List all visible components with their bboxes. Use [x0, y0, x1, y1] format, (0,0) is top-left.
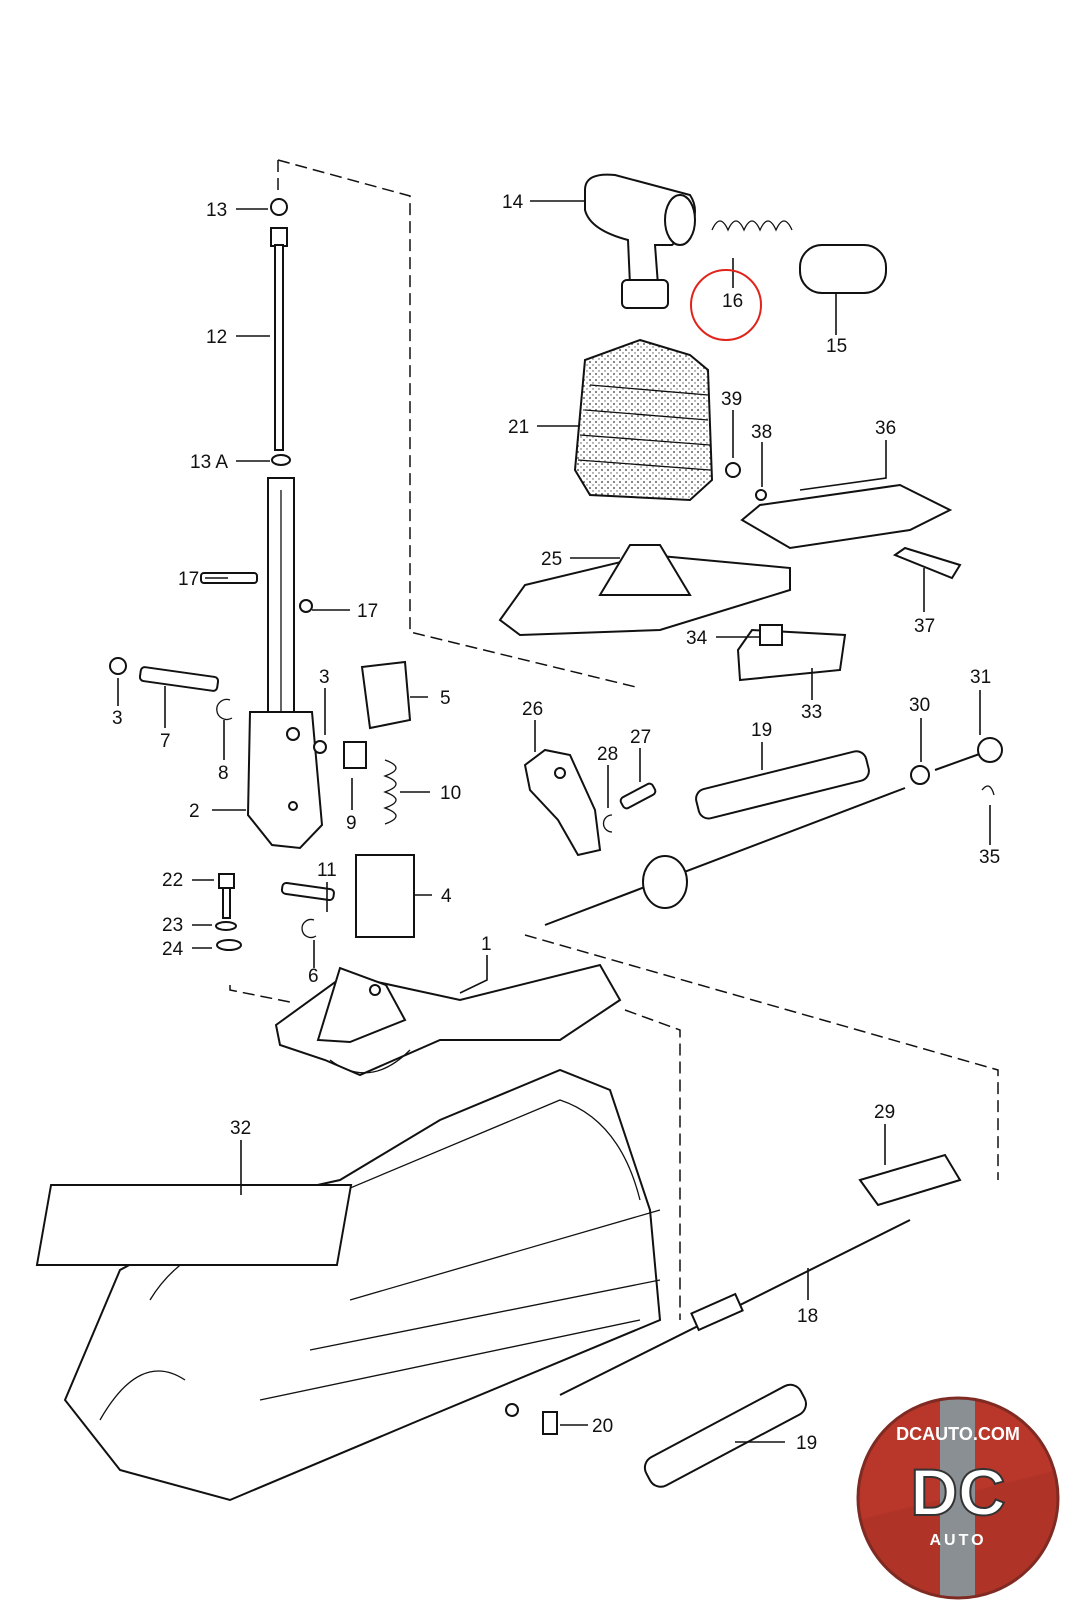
logo-monogram: DC	[910, 1455, 1005, 1529]
callout-13: 13	[206, 200, 227, 221]
callout-19-lower: 19	[796, 1433, 817, 1454]
callout-6: 6	[308, 966, 319, 987]
callout-17-right: 17	[357, 601, 378, 622]
callout-1: 1	[481, 934, 492, 955]
callout-38: 38	[751, 422, 772, 443]
callout-10: 10	[440, 783, 461, 804]
callout-32: 32	[230, 1118, 251, 1139]
callout-4: 4	[441, 886, 452, 907]
callout-3-left: 3	[112, 708, 123, 729]
callout-18: 18	[797, 1306, 818, 1327]
callout-34: 34	[686, 628, 708, 649]
callout-13a: 13 A	[190, 452, 228, 473]
lever-base-parts	[274, 963, 622, 1077]
callout-15: 15	[826, 336, 847, 357]
callout-33: 33	[801, 702, 822, 723]
callout-20: 20	[592, 1416, 613, 1437]
callout-14: 14	[502, 192, 524, 213]
assembly-guide-lines	[229, 159, 999, 1320]
dcauto-logo: DCAUTO.COM DC AUTO	[856, 1396, 1060, 1600]
callout-22: 22	[162, 870, 183, 891]
callout-21: 21	[508, 417, 529, 438]
callout-39: 39	[721, 389, 742, 410]
logo-sub-text: AUTO	[929, 1532, 986, 1549]
callout-36: 36	[875, 418, 896, 439]
logo-top-text: DCAUTO.COM	[896, 1424, 1020, 1444]
cable-parts	[523, 737, 1003, 926]
callout-37: 37	[914, 616, 935, 637]
callout-28: 28	[597, 744, 618, 765]
callout-29: 29	[874, 1102, 895, 1123]
callout-35: 35	[979, 847, 1000, 868]
callout-31: 31	[970, 667, 991, 688]
callout-24: 24	[162, 939, 184, 960]
shift-gate-parts	[498, 462, 962, 682]
callout-27: 27	[630, 727, 651, 748]
callout-19-upper: 19	[751, 720, 772, 741]
callout-9: 9	[346, 813, 357, 834]
callout-11: 11	[317, 860, 337, 881]
callout-30: 30	[909, 695, 930, 716]
callout-labels: 13 12 13 A 17 17 3 7 8 3 5 10 9 2 11 4 2…	[112, 192, 1000, 1454]
console-housing-parts	[35, 1068, 962, 1502]
callout-23: 23	[162, 915, 183, 936]
leader-lines	[117, 200, 991, 1443]
callout-3-mid: 3	[319, 667, 330, 688]
callout-2: 2	[189, 801, 200, 822]
callout-7: 7	[160, 731, 171, 752]
callout-8: 8	[218, 763, 229, 784]
shift-rod-parts	[109, 198, 415, 951]
callout-17-left: 17	[178, 569, 199, 590]
callout-12: 12	[206, 327, 227, 348]
callout-25: 25	[541, 549, 562, 570]
shift-knob-parts	[573, 173, 887, 502]
callout-5: 5	[440, 688, 451, 709]
highlight-circle	[690, 269, 762, 341]
callout-16: 16	[722, 291, 743, 312]
callout-26: 26	[522, 699, 543, 720]
